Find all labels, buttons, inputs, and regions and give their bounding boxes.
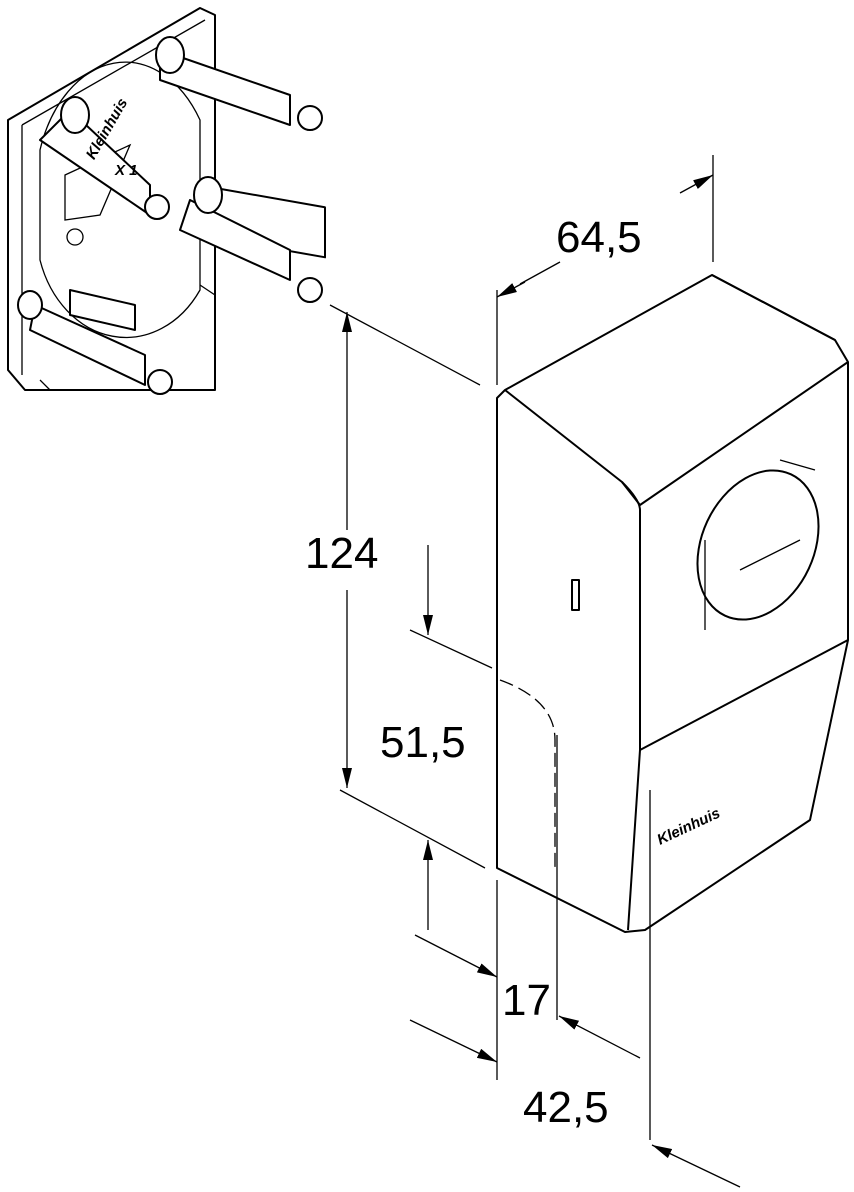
dimension-height-label: 124 [305,529,378,578]
dimension-depth: 42,5 [409,790,741,1188]
dimension-depth-small: 17 [414,735,641,1080]
dimension-depth-small-label: 17 [502,976,551,1025]
mounting-plate: Kleinhuis X 1 [7,7,326,395]
dimension-width: 64,5 [496,155,714,385]
dimension-depth-label: 42,5 [523,1083,609,1132]
dimension-width-label: 64,5 [556,213,642,262]
dimension-lower-height-label: 51,5 [380,718,466,767]
cover-box: Kleinhuis [496,274,849,933]
plate-label: X 1 [114,162,138,179]
dimension-height: 124 [305,304,486,869]
dimension-lower-height: 51,5 [380,545,493,930]
